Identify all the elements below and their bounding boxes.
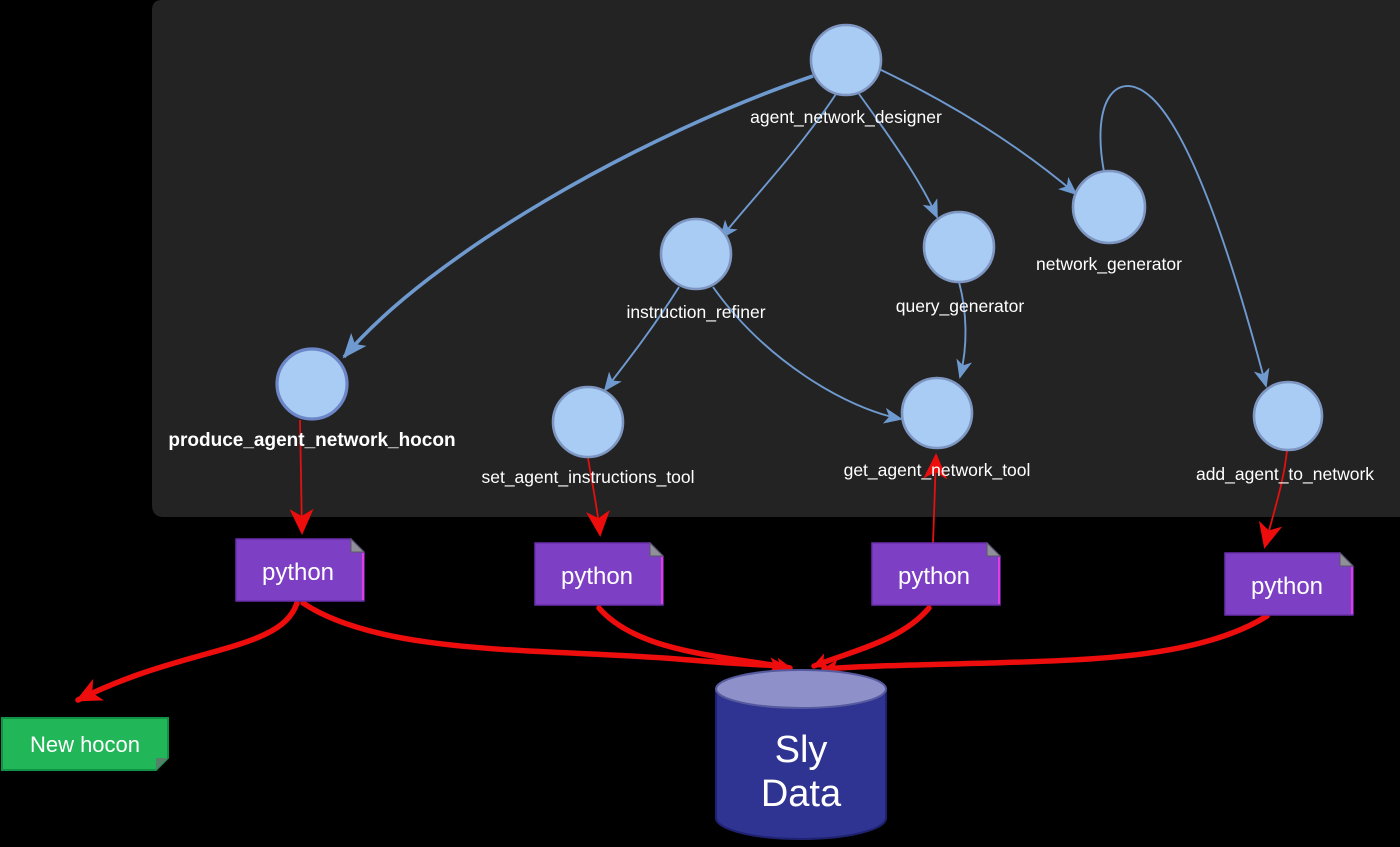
node-produce_agent_network_hocon: produce_agent_network_hocon: [168, 347, 456, 451]
tool-box-python-4: python: [1224, 551, 1355, 616]
edge-network_generator-add_agent_to_network: [1099, 85, 1270, 388]
python-1-fold-corner: [350, 537, 366, 553]
python-3-label: python: [898, 563, 970, 590]
node-instruction_refiner: instruction_refiner: [626, 217, 766, 323]
set_agent_instructions_tool-label: set_agent_instructions_tool: [481, 467, 694, 488]
edge-instruction_refiner-get_agent_network_tool: [712, 286, 903, 424]
sly-data-cylinder-top: [715, 669, 887, 709]
python-2-label: python: [561, 563, 633, 590]
tool-box-python-1: python: [235, 537, 366, 602]
data-edges: [75, 600, 1270, 703]
agent-edges: [342, 68, 1270, 424]
network_generator-label: network_generator: [1036, 254, 1182, 275]
edge-produce_agent_network_hocon-python_1: [289, 419, 314, 535]
sly-data-label-line1: Sly: [775, 729, 828, 771]
python-4-label: python: [1251, 573, 1323, 600]
add_agent_to_network-label: add_agent_to_network: [1196, 464, 1374, 485]
edge-agent_network_designer-instruction_refiner: [719, 93, 837, 240]
node-query_generator: query_generator: [896, 210, 1025, 317]
tool-box-python-3: python: [871, 541, 1002, 606]
produce_agent_network_hocon-label: produce_agent_network_hocon: [168, 430, 455, 451]
tool-box-python-2: python: [534, 541, 665, 606]
network_generator-circle: [1071, 169, 1147, 245]
edge-add_agent_to_network-python_4: [1258, 449, 1288, 549]
new-hocon-label: New hocon: [30, 732, 140, 757]
edge-agent_network_designer-produce_agent_network_hocon: [342, 74, 814, 359]
sly-data-cylinder-body: [715, 688, 887, 840]
query_generator-circle: [922, 210, 996, 284]
python-1-label: python: [262, 559, 334, 586]
node-set_agent_instructions_tool: set_agent_instructions_tool: [481, 385, 695, 488]
instruction_refiner-label: instruction_refiner: [626, 302, 765, 323]
edge-instruction_refiner-set_agent_instructions_tool: [603, 286, 680, 392]
node-network_generator: network_generator: [1036, 169, 1182, 275]
tool-edges: [289, 419, 1288, 549]
python-2-fold-corner: [649, 541, 665, 557]
add_agent_to_network-circle: [1252, 380, 1324, 452]
output-box-new-hocon: New hocon: [1, 717, 169, 771]
edge-set_agent_instructions_tool-python_2: [585, 457, 610, 537]
instruction_refiner-circle: [659, 217, 733, 291]
node-get_agent_network_tool: get_agent_network_tool: [844, 376, 1031, 481]
edge-python_1-sly_data: [300, 600, 787, 674]
edge-query_generator-get_agent_network_tool: [956, 281, 972, 379]
set_agent_instructions_tool-circle: [551, 385, 625, 459]
node-agent_network_designer: agent_network_designer: [750, 23, 942, 128]
datastore-sly-data: Sly Data: [715, 669, 887, 840]
edge-python_2-sly_data: [596, 605, 793, 674]
sly-data-label-line2: Data: [761, 773, 842, 815]
agent_network_designer-circle: [809, 23, 883, 97]
edge-python_4-sly_data: [821, 613, 1270, 676]
edge-agent_network_designer-query_generator: [858, 93, 938, 219]
edge-python_3-get_agent_network_tool: [923, 453, 948, 544]
node-add_agent_to_network: add_agent_to_network: [1196, 380, 1374, 485]
edge-agent_network_designer-network_generator: [878, 68, 1078, 196]
produce_agent_network_hocon-circle: [275, 347, 349, 421]
get_agent_network_tool-label: get_agent_network_tool: [844, 460, 1031, 481]
python-3-fold-corner: [986, 541, 1002, 557]
get_agent_network_tool-circle: [900, 376, 974, 450]
edge-python_3-sly_data: [811, 605, 932, 669]
agent_network_designer-label: agent_network_designer: [750, 107, 942, 128]
new-hocon-fold-corner: [156, 758, 168, 770]
edge-python_1-new_hocon: [75, 600, 300, 703]
python-4-fold-corner: [1339, 551, 1355, 567]
diagram-panel-background: [152, 0, 1400, 517]
query_generator-label: query_generator: [896, 296, 1025, 317]
